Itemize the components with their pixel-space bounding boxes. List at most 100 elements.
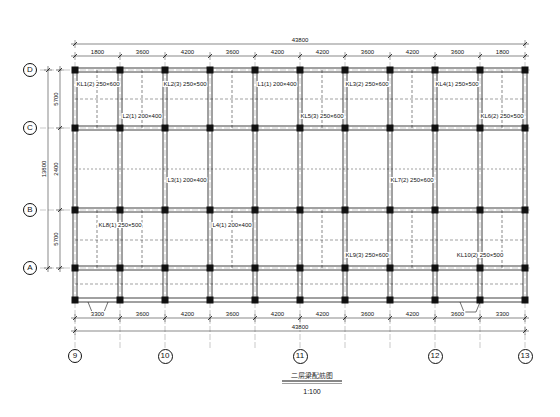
column xyxy=(432,125,439,132)
column xyxy=(252,207,259,214)
dimension: 3300 xyxy=(495,311,510,317)
plan-line xyxy=(435,314,436,322)
dimension: 4200 xyxy=(270,49,285,55)
plan-line xyxy=(56,70,64,71)
dimension: 2400 xyxy=(53,161,59,176)
plan-line xyxy=(282,383,342,384)
beam-label: KL9(3) 250×600 xyxy=(344,252,389,258)
beam-label: L2(1) 200×400 xyxy=(121,113,162,119)
plan-line xyxy=(120,62,121,348)
plan-line xyxy=(210,314,211,322)
dimension: 4200 xyxy=(180,49,195,55)
plan-line xyxy=(165,314,166,322)
column xyxy=(387,297,394,304)
plan-line xyxy=(120,314,121,322)
dimension: 4200 xyxy=(315,49,330,55)
dimension: 4200 xyxy=(270,311,285,317)
column xyxy=(207,67,214,74)
column xyxy=(252,265,259,272)
beam-label: L4(1) 200×400 xyxy=(211,222,252,228)
column xyxy=(162,67,169,74)
column xyxy=(162,297,169,304)
column xyxy=(207,265,214,272)
plan-line xyxy=(300,52,301,60)
dimension: 1800 xyxy=(495,49,510,55)
plan-line xyxy=(75,284,525,285)
plan-line xyxy=(40,268,530,269)
plan-line xyxy=(502,210,503,268)
plan-line xyxy=(210,62,211,348)
column xyxy=(252,297,259,304)
column xyxy=(387,265,394,272)
beam-label: KL3(2) 250×600 xyxy=(344,81,389,87)
dimension: 3600 xyxy=(135,311,150,317)
plan-line xyxy=(40,210,530,211)
plan-line xyxy=(322,210,323,268)
dimension: 4200 xyxy=(405,311,420,317)
plan-line xyxy=(75,240,525,241)
dimension: 3600 xyxy=(225,311,240,317)
column xyxy=(72,207,79,214)
plan-line xyxy=(40,128,530,129)
plan-line xyxy=(56,128,64,129)
column xyxy=(297,265,304,272)
plan-lines xyxy=(40,40,530,384)
plan-line xyxy=(56,210,64,211)
axis-bubble: 13 xyxy=(518,349,533,364)
column xyxy=(297,207,304,214)
dimension: 3300 xyxy=(90,311,105,317)
plan-line xyxy=(300,62,301,348)
column xyxy=(207,297,214,304)
dimension: 43800 xyxy=(291,37,310,43)
axis-number: 11 xyxy=(296,352,304,360)
axis-bubble: C xyxy=(23,121,37,135)
plan-line xyxy=(255,52,256,60)
column xyxy=(432,297,439,304)
axis-number: 9 xyxy=(73,352,77,360)
column xyxy=(72,265,79,272)
plan-line xyxy=(44,268,52,269)
plan-line xyxy=(525,314,526,322)
dimension: 3600 xyxy=(360,49,375,55)
axis-number: C xyxy=(27,124,33,132)
column xyxy=(117,297,124,304)
beam-label: KL10(2) 250×500 xyxy=(456,252,505,258)
column xyxy=(522,207,529,214)
column xyxy=(252,67,259,74)
column xyxy=(162,125,169,132)
axis-number: 13 xyxy=(521,352,530,360)
axis-number: 10 xyxy=(161,352,170,360)
column xyxy=(387,67,394,74)
axis-bubble: B xyxy=(23,203,37,217)
plan-line xyxy=(142,210,143,268)
column xyxy=(342,67,349,74)
column xyxy=(117,67,124,74)
plan-line xyxy=(40,70,530,71)
plan-line xyxy=(75,40,76,48)
plan-line xyxy=(71,331,529,332)
plan-line xyxy=(210,52,211,60)
axis-bubble: 11 xyxy=(293,349,308,364)
column xyxy=(432,67,439,74)
column xyxy=(207,125,214,132)
dimension: 3600 xyxy=(450,311,465,317)
plan-line xyxy=(75,99,525,100)
plan-line xyxy=(75,169,525,170)
column xyxy=(342,125,349,132)
dimension: 3600 xyxy=(225,49,240,55)
plan-line xyxy=(300,314,301,322)
plan-line xyxy=(75,314,76,322)
dimension: 3600 xyxy=(135,49,150,55)
beam-label: KL2(3) 250×500 xyxy=(162,81,207,87)
axis-number: A xyxy=(27,264,32,272)
plan-line xyxy=(345,62,346,348)
column xyxy=(297,67,304,74)
axis-number: D xyxy=(27,66,33,74)
column xyxy=(522,297,529,304)
beam-label: KL7(2) 250×600 xyxy=(389,177,434,183)
dimension: 5700 xyxy=(53,91,59,106)
plan-line xyxy=(75,52,76,60)
plan-line xyxy=(525,62,526,348)
plan-line xyxy=(390,314,391,322)
